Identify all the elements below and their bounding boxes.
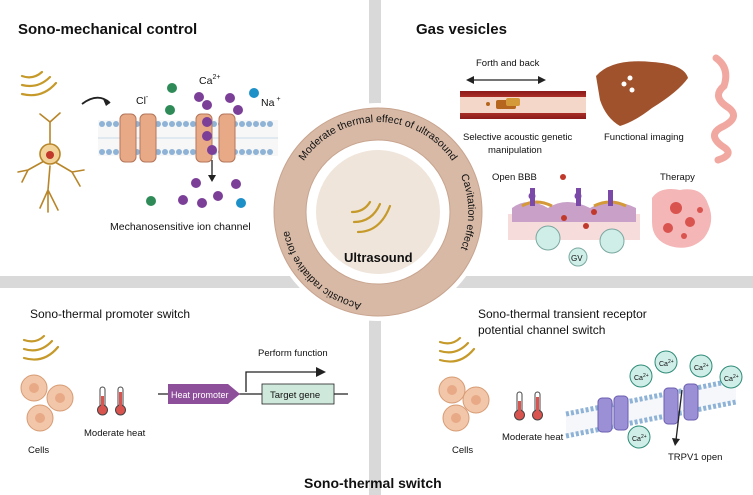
target-gene-label: Target gene	[270, 390, 320, 401]
sodium-label: Na+	[261, 96, 281, 109]
intestine-icon	[711, 54, 737, 164]
cell-icon	[438, 376, 490, 432]
cells-label-right: Cells	[452, 445, 473, 456]
ultrasound-wave-icon	[20, 70, 58, 97]
calcium-ions-trpv	[627, 350, 743, 449]
cell-icon	[20, 374, 74, 432]
forth-back-label: Forth and back	[476, 58, 540, 69]
trpv-title-1: Sono-thermal transient receptor	[478, 307, 647, 321]
neuron-icon	[17, 112, 85, 213]
gas-vesicles-title: Gas vesicles	[416, 21, 507, 38]
thermometer-icon	[97, 386, 126, 416]
sono-thermal-switch-title: Sono-thermal switch	[304, 475, 442, 491]
trpv1-open-label: TRPV1 open	[668, 452, 722, 463]
ultrasound-wave-icon	[22, 334, 60, 361]
ultrasound-center: Ultrasound Moderate thermal effect of ul…	[269, 103, 487, 321]
therapy-label: Therapy	[660, 172, 695, 183]
sono-mechanical-title: Sono-mechanical control	[18, 21, 197, 38]
mechanosensitive-channel-1	[119, 113, 157, 163]
ca-label-2: Ca2+	[659, 359, 674, 368]
ca-label-5: Ca2+	[632, 434, 647, 443]
ca-label-4: Ca2+	[724, 374, 739, 383]
selective-label-1: Selective acoustic genetic	[463, 132, 573, 143]
ions	[146, 83, 259, 208]
arrow-to-membrane	[81, 96, 111, 105]
blood-brain-barrier	[508, 188, 640, 267]
cells-label-left: Cells	[28, 445, 49, 456]
selective-label-2: manipulation	[488, 145, 542, 156]
thermometer-icon	[514, 391, 543, 421]
liver-icon	[596, 61, 688, 126]
open-bbb-label: Open BBB	[492, 172, 537, 183]
ultrasound-label: Ultrasound	[344, 250, 413, 265]
moderate-heat-label-left: Moderate heat	[84, 428, 146, 439]
calcium-label: Ca2+	[199, 74, 220, 87]
heat-promoter-label: Heat promoter	[171, 390, 229, 400]
ultrasound-wave-icon	[350, 200, 392, 234]
promoter-switch-title: Sono-thermal promoter switch	[30, 307, 190, 321]
promoter-construct	[158, 367, 348, 405]
double-arrow	[466, 76, 546, 84]
trpv-title-2: potential channel switch	[478, 323, 605, 337]
trpv1-channel	[597, 383, 699, 433]
tumor-icon	[652, 189, 712, 248]
gv-label: GV	[571, 254, 583, 263]
ca-label-3: Ca2+	[694, 363, 709, 372]
ca-label-1: Ca2+	[634, 373, 649, 382]
chloride-label: Cl-	[136, 94, 149, 107]
moderate-heat-label-right: Moderate heat	[502, 432, 564, 443]
perform-function-label: Perform function	[258, 348, 328, 359]
blood-vessel-icon	[460, 91, 586, 119]
functional-imaging-label: Functional imaging	[604, 132, 684, 143]
mechanosensitive-caption: Mechanosensitive ion channel	[110, 221, 251, 233]
ultrasound-wave-icon	[438, 336, 476, 363]
